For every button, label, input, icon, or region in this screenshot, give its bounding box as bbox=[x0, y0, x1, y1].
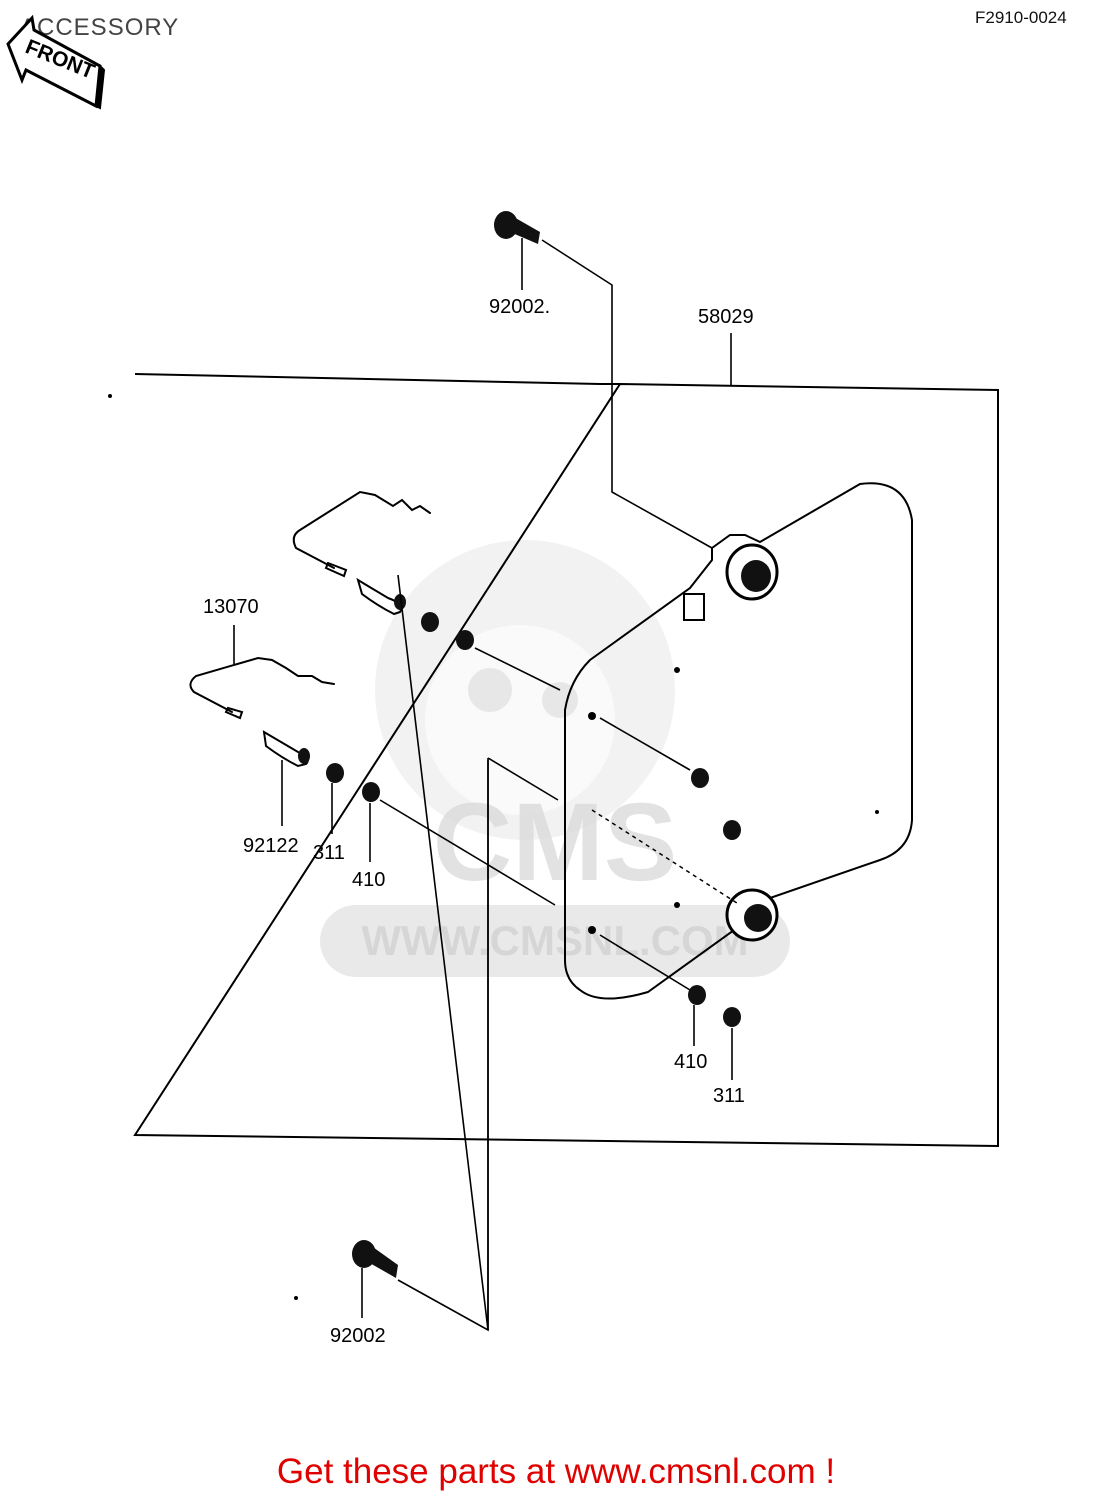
watermark-url-text: WWW.CMSNL.COM bbox=[361, 917, 748, 964]
part-label-92002-top: 92002. bbox=[489, 296, 550, 318]
watermark-logo-text: CMS bbox=[433, 781, 677, 904]
part-label-311-right: 311 bbox=[713, 1085, 745, 1107]
cmsnl-watermark: CMS WWW.CMSNL.COM bbox=[320, 540, 790, 977]
stray-dot bbox=[294, 1296, 298, 1300]
bracket-plate-icon bbox=[564, 482, 913, 1000]
part-label-58029: 58029 bbox=[698, 306, 754, 328]
hook-rod-lower-icon bbox=[189, 625, 691, 991]
stray-dot bbox=[108, 394, 112, 398]
front-arrow-icon: FRONT bbox=[6, 14, 106, 110]
bottom-bolt-icon bbox=[352, 1240, 398, 1318]
part-label-13070: 13070 bbox=[203, 596, 259, 618]
mount-alignment-line bbox=[591, 809, 741, 906]
get-parts-link[interactable]: Get these parts at www.cmsnl.com ! bbox=[276, 1452, 836, 1491]
right-fasteners-icon bbox=[688, 985, 741, 1080]
hook-rod-upper-icon bbox=[292, 490, 741, 840]
part-label-410-right: 410 bbox=[674, 1051, 707, 1073]
part-label-410-left: 410 bbox=[352, 869, 385, 891]
bottom-bolt-leader bbox=[397, 574, 559, 1332]
assembly-frame bbox=[133, 373, 999, 1148]
top-bolt-icon bbox=[494, 211, 713, 549]
part-label-92002-bottom: 92002 bbox=[330, 1325, 386, 1347]
diagram-code: F2910-0024 bbox=[975, 8, 1067, 27]
part-label-92122: 92122 bbox=[243, 835, 299, 857]
part-label-311-left: 311 bbox=[313, 842, 345, 864]
